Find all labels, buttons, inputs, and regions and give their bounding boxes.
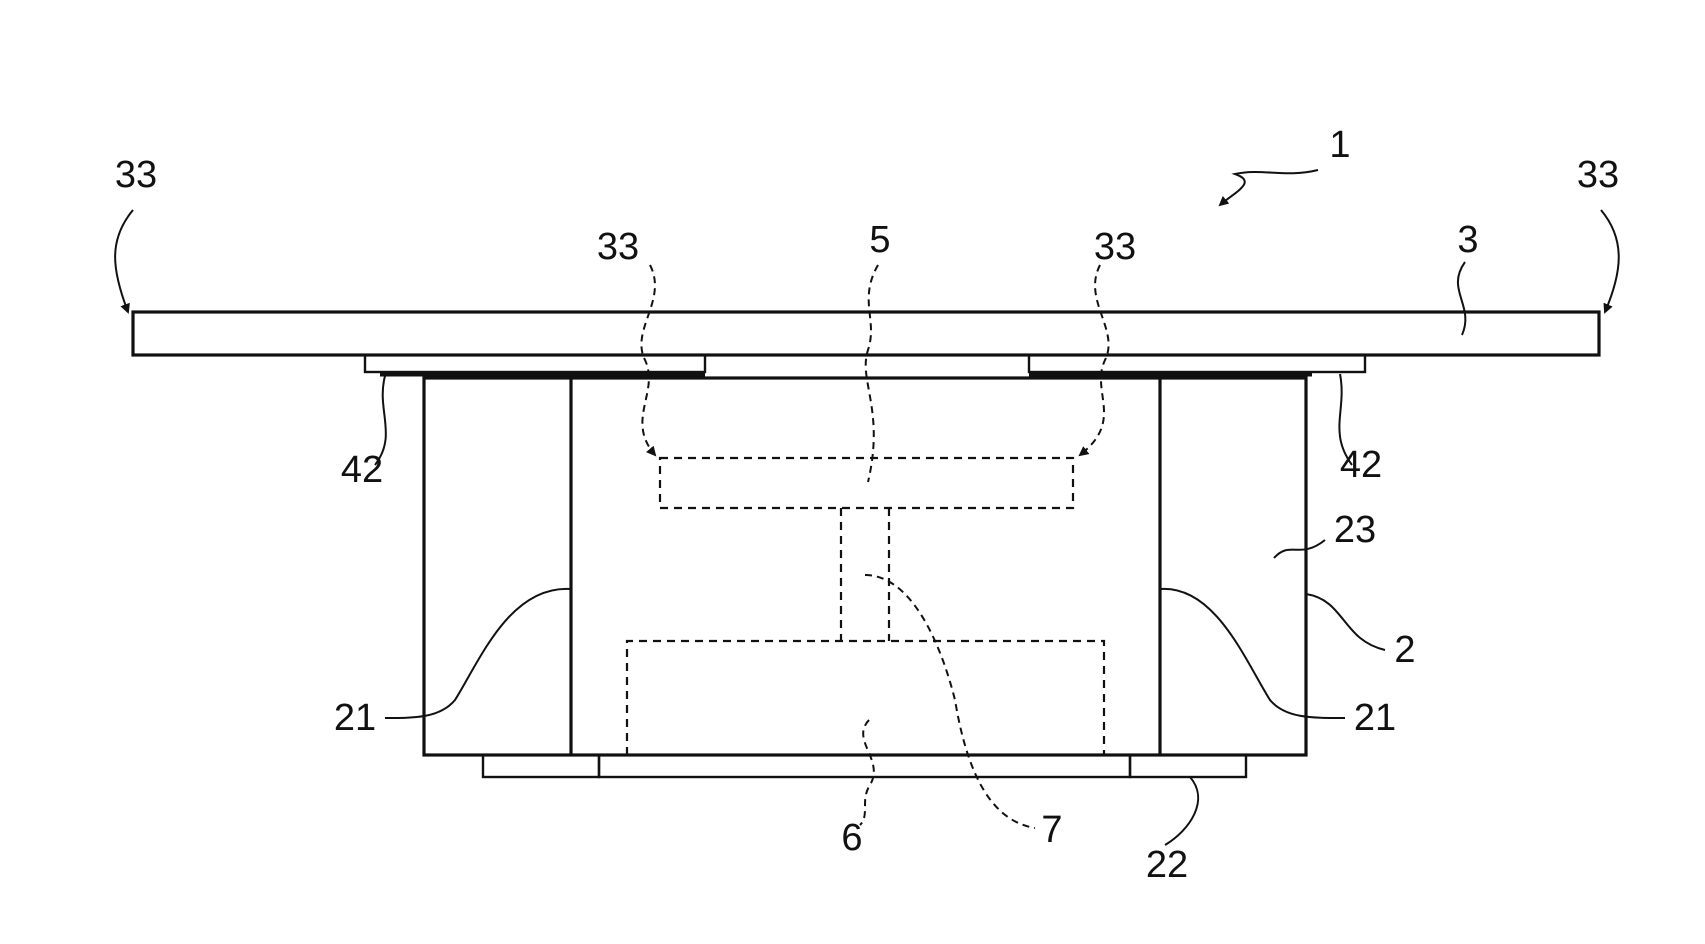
label-33-left-outer: 33 xyxy=(115,154,157,196)
label-foot: 22 xyxy=(1146,844,1188,886)
label-base: 6 xyxy=(841,817,862,859)
leader-33-right-outer xyxy=(1601,210,1619,312)
label-42-right: 42 xyxy=(1340,444,1382,486)
assembly-arrow xyxy=(1220,170,1318,205)
label-33-right-inner: 33 xyxy=(1094,226,1136,268)
leader-2 xyxy=(1306,594,1385,650)
base-hidden xyxy=(627,641,1104,755)
label-21-right: 21 xyxy=(1354,697,1396,739)
label-disc: 5 xyxy=(869,219,890,261)
label-assembly: 1 xyxy=(1329,124,1350,166)
leader-5 xyxy=(866,265,878,482)
leader-21-right xyxy=(1160,589,1345,718)
foot-right xyxy=(1130,755,1246,777)
leader-6 xyxy=(860,720,874,825)
leader-21-left xyxy=(385,589,571,718)
label-21-left: 21 xyxy=(334,697,376,739)
leader-23 xyxy=(1274,540,1325,558)
label-33-right-outer: 33 xyxy=(1577,154,1619,196)
label-shaft: 7 xyxy=(1041,809,1062,851)
housing-body xyxy=(424,378,1306,755)
label-42-left: 42 xyxy=(341,449,383,491)
leader-33-left-outer xyxy=(115,210,133,312)
leader-3 xyxy=(1458,262,1465,335)
leader-7 xyxy=(865,575,1035,828)
label-plate: 3 xyxy=(1457,219,1478,261)
leader-33-right-inner xyxy=(1080,265,1109,455)
leader-22 xyxy=(1165,777,1198,845)
label-housing: 2 xyxy=(1394,629,1415,671)
strip-right xyxy=(1029,355,1365,372)
label-33-left-inner: 33 xyxy=(597,226,639,268)
label-face: 23 xyxy=(1334,509,1376,551)
top-plate xyxy=(133,312,1599,355)
foot-center xyxy=(599,755,1130,777)
disc-hidden xyxy=(660,458,1073,508)
strip-left xyxy=(365,355,705,372)
leader-33-left-inner xyxy=(641,265,655,455)
foot-left xyxy=(483,755,599,777)
